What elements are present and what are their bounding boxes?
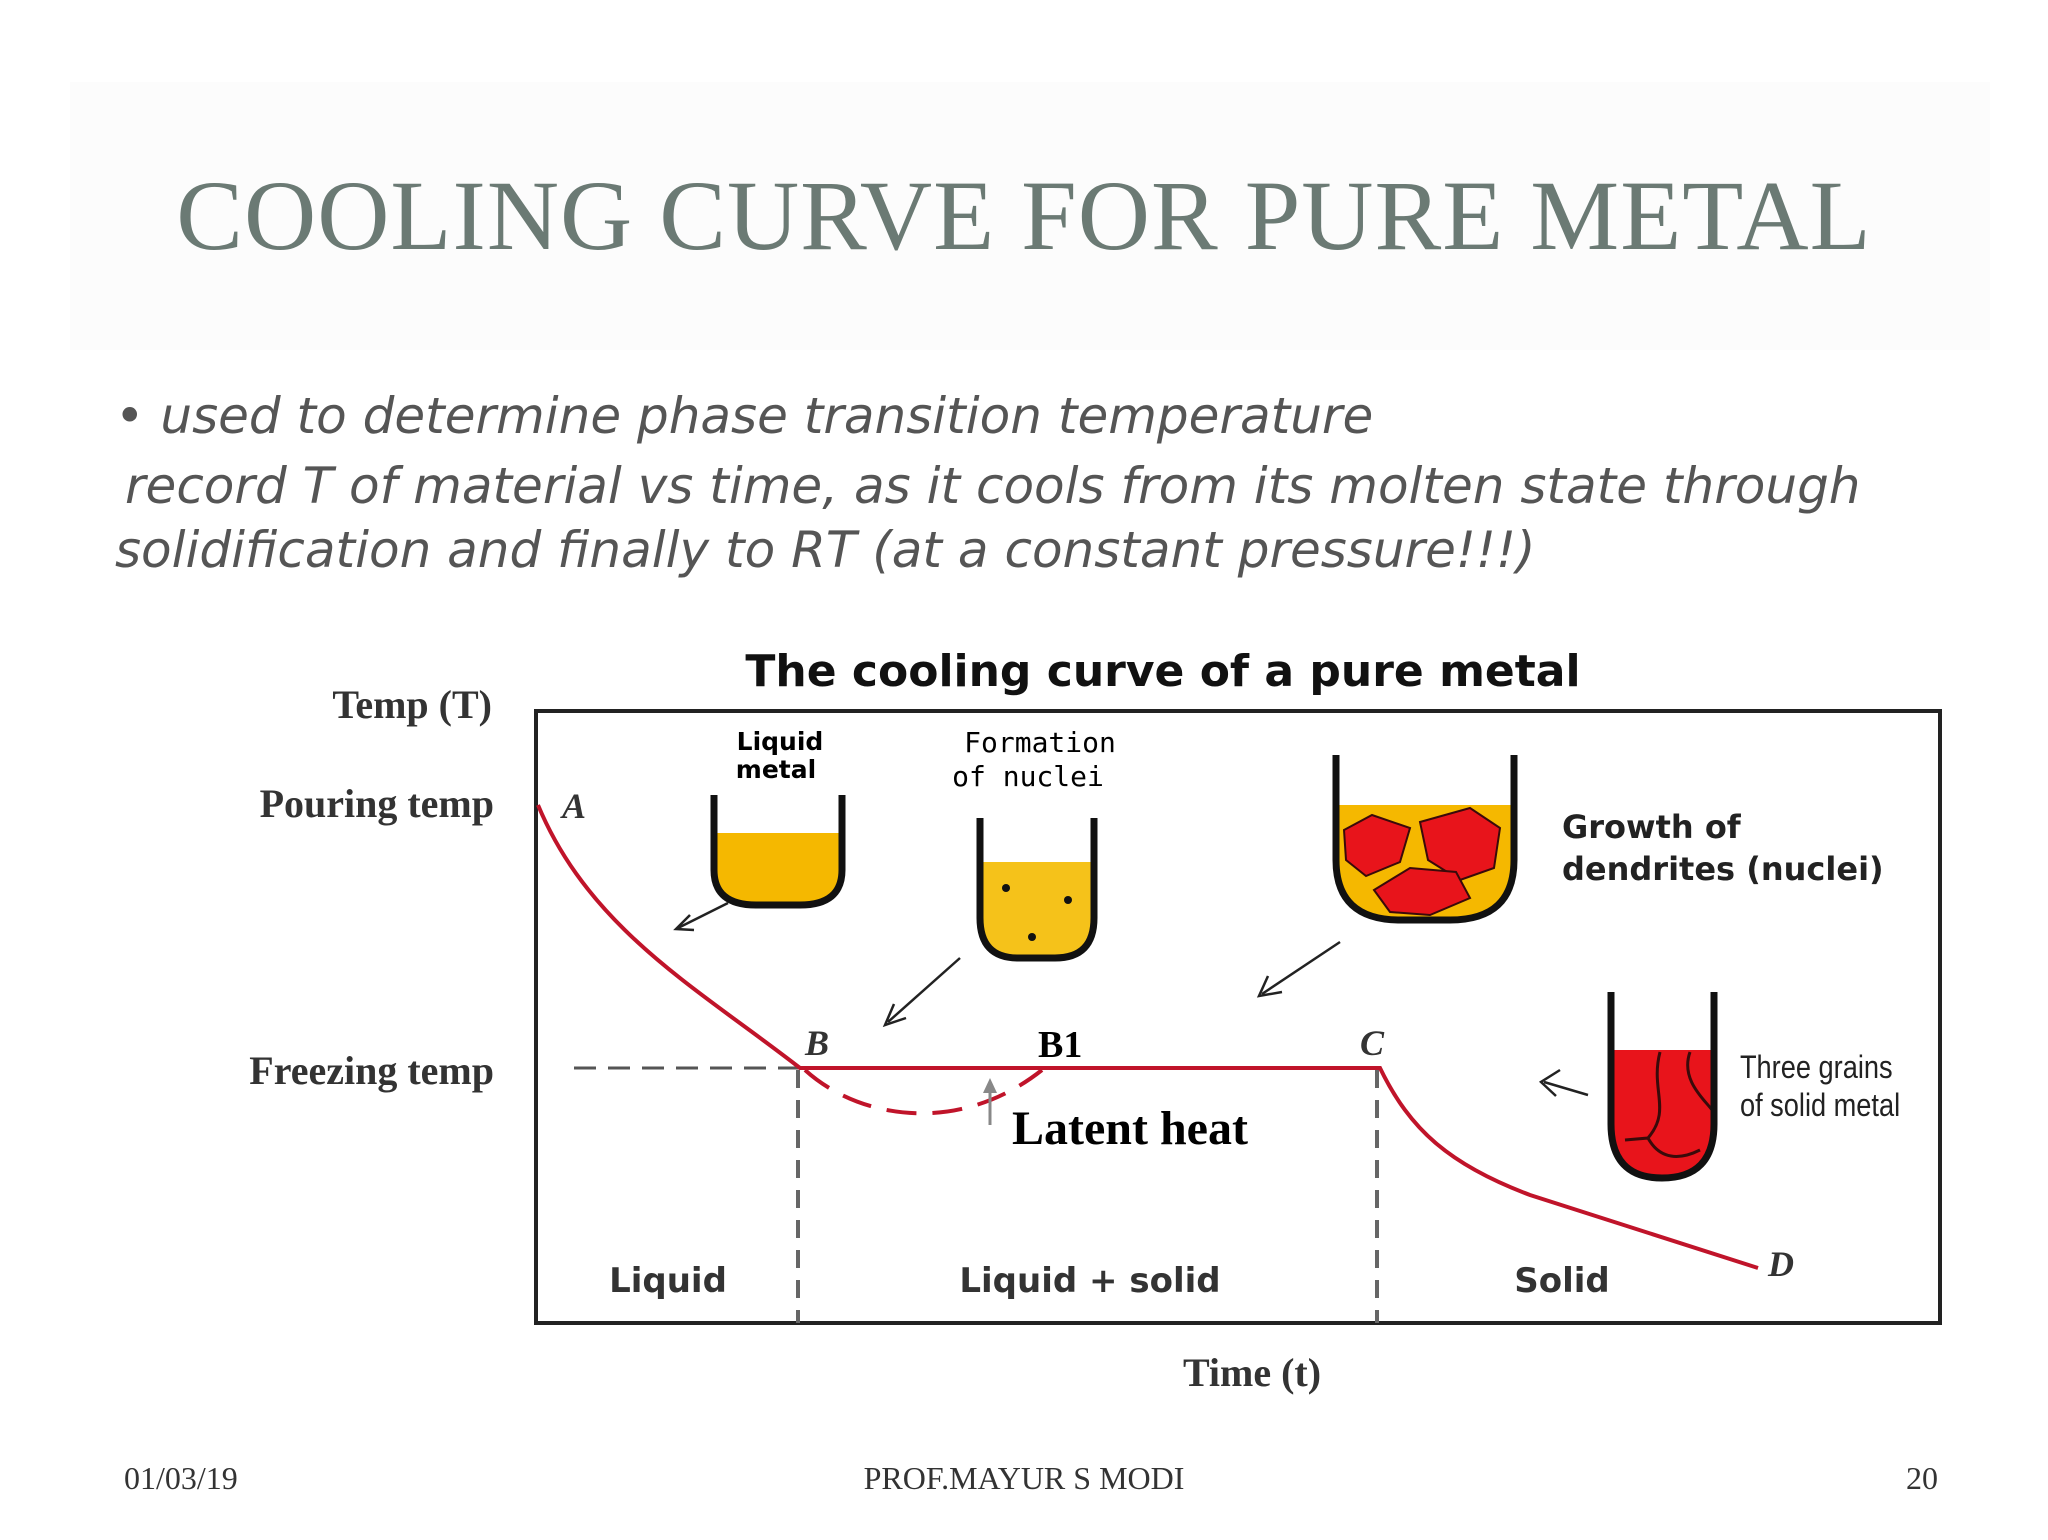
footer-date: 01/03/19 <box>124 1460 238 1496</box>
bullet-list: • used to determine phase transition tem… <box>115 384 1995 582</box>
cooling-curve <box>536 804 1759 1270</box>
nuclei-label-2: of nuclei <box>952 760 1104 793</box>
nucleus-dot <box>1064 896 1072 904</box>
grains-arrowhead <box>1538 1068 1561 1097</box>
freezing-temp-label: Freezing temp <box>249 1048 494 1093</box>
liquid-metal-label-1: Liquid <box>737 727 824 756</box>
latent-heat-label: Latent heat <box>1012 1102 1248 1155</box>
footer-author: PROF.MAYUR S MODI <box>863 1460 1185 1496</box>
region-liquid-solid: Liquid + solid <box>959 1261 1220 1301</box>
dendrite-grain <box>1372 866 1472 917</box>
point-a: A <box>560 786 586 826</box>
dendrite-grain <box>1418 806 1502 882</box>
bullet-3: solidification and finally to RT (at a c… <box>115 521 1536 579</box>
point-b: B <box>804 1023 829 1063</box>
nucleus-dot <box>1028 933 1036 941</box>
liquid-metal-arrow <box>677 901 729 930</box>
point-b1: B1 <box>1038 1024 1082 1066</box>
bullet-2: record T of material vs time, as it cool… <box>125 457 1861 515</box>
region-liquid: Liquid <box>609 1261 727 1301</box>
plot-frame <box>534 709 1942 1325</box>
footer-page-number: 20 <box>1906 1460 1938 1496</box>
nuclei-crucible <box>976 818 1098 962</box>
dendrites-label-2: dendrites (nuclei) <box>1562 850 1884 888</box>
point-c: C <box>1360 1023 1385 1063</box>
title-band <box>70 82 1990 350</box>
undercooling-curve <box>803 1068 1044 1116</box>
nuclei-fill <box>980 862 1094 958</box>
latent-heat-arrowhead <box>983 1078 997 1093</box>
dendrites-crucible <box>1332 755 1518 924</box>
x-axis-label: Time (t) <box>1183 1350 1321 1395</box>
grains-fill <box>1611 1050 1714 1178</box>
liquid-metal-crucible <box>710 795 846 909</box>
y-axis-label: Temp (T) <box>332 682 492 727</box>
slide-title: COOLING CURVE FOR PURE METAL <box>176 160 1872 271</box>
nucleus-dot <box>1002 884 1010 892</box>
liquid-metal-label-2: metal <box>736 755 816 784</box>
dendrite-grain <box>1342 813 1412 878</box>
dendrites-arrow <box>1261 940 1341 996</box>
nuclei-arrow <box>887 957 961 1023</box>
dendrites-label-1: Growth of <box>1562 808 1742 846</box>
liquid-metal-arrowhead <box>673 914 695 932</box>
diagram-title: The cooling curve of a pure metal <box>745 646 1580 697</box>
nuclei-label-1: Formation <box>964 726 1116 759</box>
pouring-temp-label: Pouring temp <box>260 781 494 826</box>
grain-boundaries <box>1624 1051 1714 1158</box>
point-d: D <box>1767 1244 1794 1284</box>
dendrites-arrowhead <box>1256 975 1283 998</box>
nuclei-arrowhead <box>882 1003 907 1028</box>
liquid-metal-fill <box>714 833 842 905</box>
grains-label-1: Three grains <box>1740 1050 1893 1086</box>
bullet-1: • used to determine phase transition tem… <box>115 387 1374 445</box>
grains-arrow <box>1543 1080 1589 1097</box>
grains-crucible <box>1607 992 1718 1182</box>
grains-label-2: of solid metal <box>1740 1088 1900 1124</box>
region-solid: Solid <box>1514 1261 1610 1301</box>
